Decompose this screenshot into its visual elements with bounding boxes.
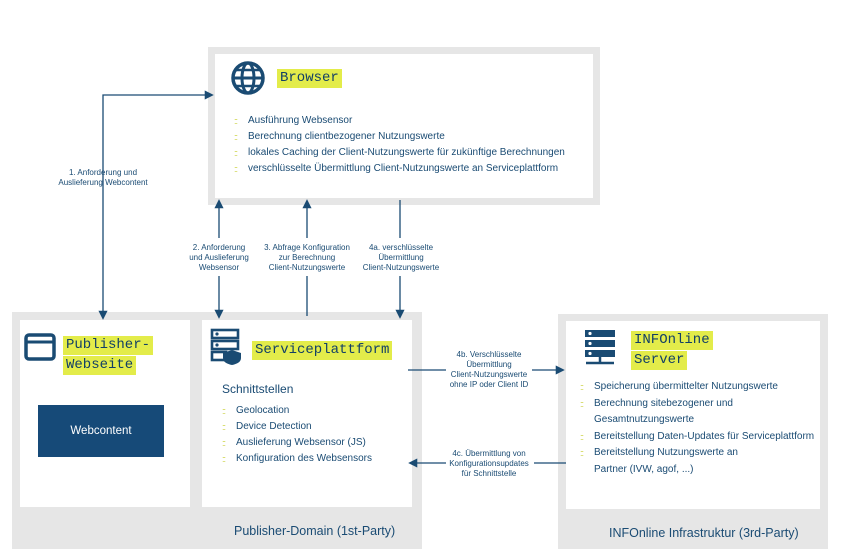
- browser-feature-list: Ausführung Websensor Berechnung clientbe…: [234, 113, 565, 177]
- browser-window-icon: [24, 333, 56, 361]
- publisher-domain-label: Publisher-Domain (1st-Party): [234, 524, 396, 538]
- server-shield-icon: [210, 328, 242, 366]
- list-item: Gesamtnutzungswerte: [594, 414, 695, 425]
- infonline-domain-label: INFOnline Infrastruktur (3rd-Party): [609, 526, 799, 540]
- list-item: Device Detection: [222, 419, 372, 435]
- list-item: verschlüsselte Übermittlung Client-Nutzu…: [234, 161, 565, 177]
- serviceplattform-title: Serviceplattform: [252, 341, 393, 360]
- list-item: Bereitstellung Nutzungswerte an: [580, 445, 814, 462]
- webcontent-box: Webcontent: [38, 405, 164, 457]
- browser-title: Browser: [277, 69, 342, 88]
- list-item: Ausführung Websensor: [234, 113, 565, 129]
- flow-1-arrow: [98, 90, 214, 320]
- infonline-feature-list: Speicherung übermittelter Nutzungswerte …: [580, 379, 814, 478]
- list-item: Partner (IVW, agof, ...): [594, 463, 694, 475]
- list-item: Bereitstellung Daten-Updates für Service…: [580, 429, 814, 446]
- interface-list: Geolocation Device Detection Auslieferun…: [222, 403, 372, 467]
- list-item: Speicherung übermittelter Nutzungswerte: [580, 379, 814, 396]
- infonline-title-line1: INFOnline: [631, 331, 713, 350]
- interfaces-heading: Schnittstellen: [222, 382, 294, 396]
- publisher-title-line1: Publisher-: [63, 336, 154, 355]
- globe-icon: [230, 60, 266, 96]
- list-item: Berechnung sitebezogener und: [580, 396, 814, 413]
- list-item: Geolocation: [222, 403, 372, 419]
- server-icon: [583, 328, 619, 366]
- infonline-title-line2: Server: [631, 351, 688, 370]
- list-item: Auslieferung Websensor (JS): [222, 435, 372, 451]
- list-item: lokales Caching der Client-Nutzungswerte…: [234, 145, 565, 161]
- list-item: Konfiguration des Websensors: [222, 451, 372, 467]
- webcontent-label: Webcontent: [70, 425, 132, 437]
- list-item: Berechnung clientbezogener Nutzungswerte: [234, 129, 565, 145]
- publisher-title-line2: Webseite: [63, 356, 137, 375]
